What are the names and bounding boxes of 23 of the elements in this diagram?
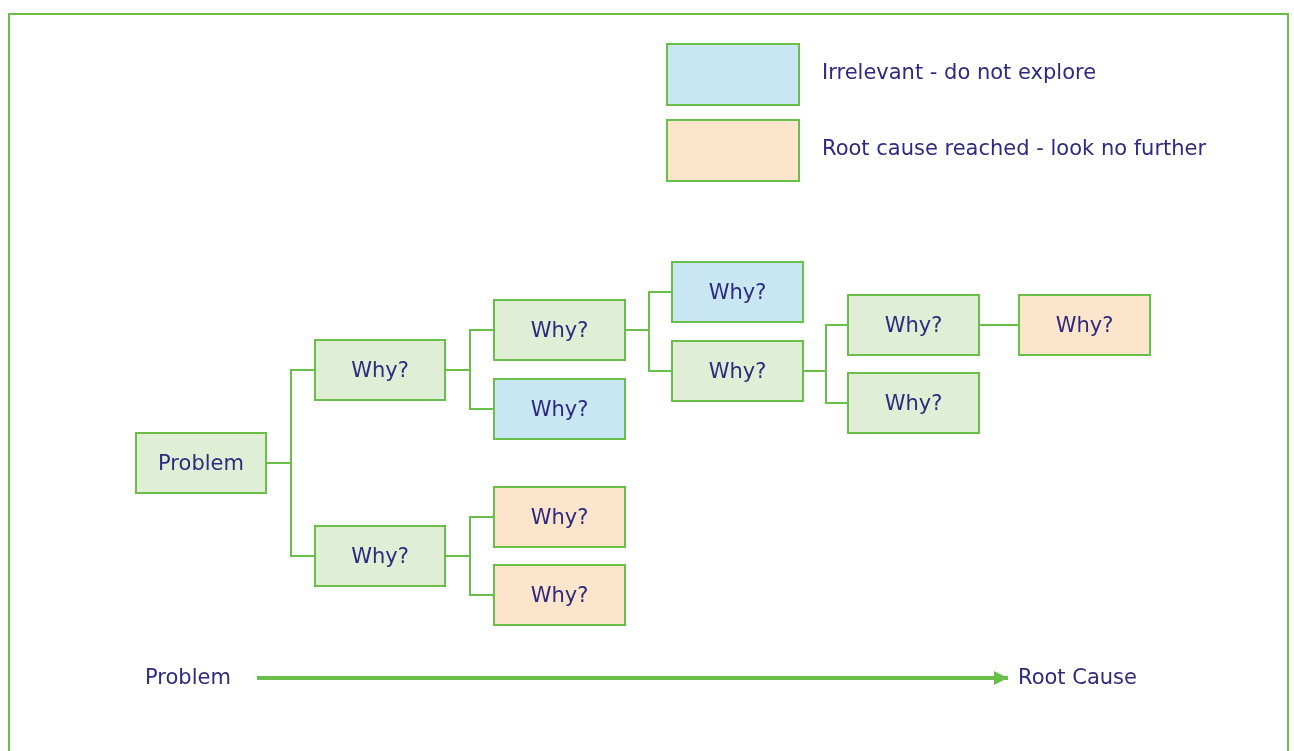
why-box: Why? xyxy=(493,564,626,626)
why-box: Why? xyxy=(493,299,626,361)
connector-line xyxy=(445,555,494,596)
connector-line xyxy=(445,369,494,410)
why-box: Why? xyxy=(671,340,804,402)
connector-line xyxy=(625,329,672,372)
why-box: Problem xyxy=(135,432,267,494)
why-box: Why? xyxy=(493,378,626,440)
connector-line xyxy=(266,462,315,557)
legend-text: Irrelevant - do not explore xyxy=(822,60,1097,84)
why-box: Why? xyxy=(671,261,804,323)
why-box: Why? xyxy=(314,339,446,401)
why-box: Why? xyxy=(847,294,980,356)
connector-line xyxy=(803,370,848,404)
connector-line xyxy=(979,324,1019,326)
legend-text: Root cause reached - look no further xyxy=(822,136,1207,160)
why-box: Why? xyxy=(1018,294,1151,356)
why-box: Why? xyxy=(847,372,980,434)
axis-label: Root Cause xyxy=(1018,660,1158,694)
why-box: Why? xyxy=(314,525,446,587)
why-box: Why? xyxy=(493,486,626,548)
axis-label: Problem xyxy=(145,660,255,694)
progress-arrow xyxy=(257,671,1008,685)
